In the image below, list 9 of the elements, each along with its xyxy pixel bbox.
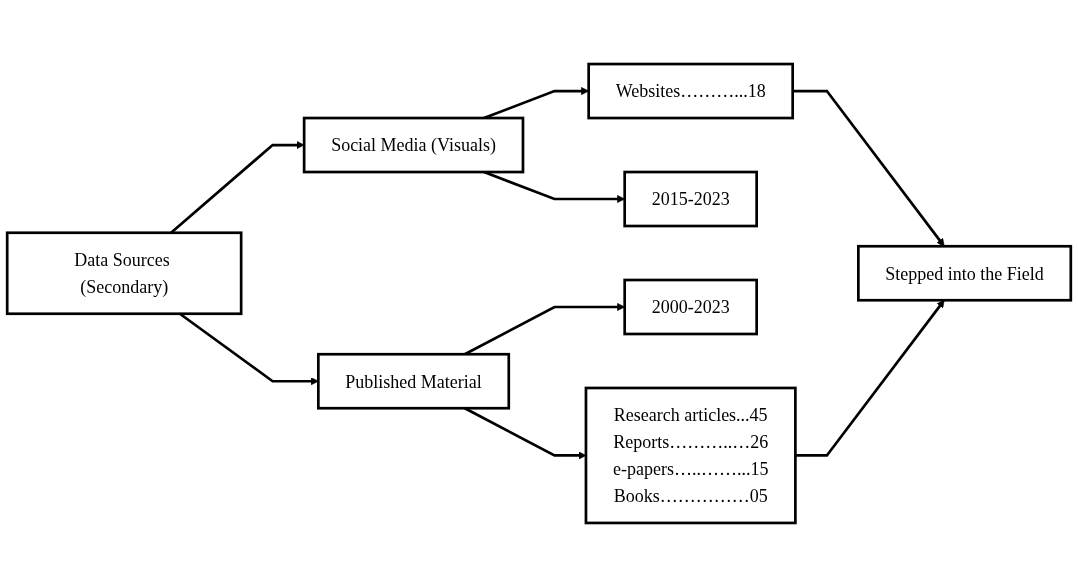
node-box: Social Media (Visuals) bbox=[302, 116, 525, 174]
node-box: 2000-2023 bbox=[623, 278, 758, 336]
node-box: Research articles...45 Reports………..…26 e-papers…..……...15 Books……………05 bbox=[584, 386, 797, 525]
arrow bbox=[792, 89, 945, 247]
node-box: Data Sources (Secondary) bbox=[5, 231, 243, 316]
node-box: 2015-2023 bbox=[623, 170, 758, 228]
node-box: Published Material bbox=[317, 352, 511, 410]
node-box: Stepped into the Field bbox=[857, 244, 1073, 302]
node-box: Websites………...18 bbox=[587, 62, 794, 120]
